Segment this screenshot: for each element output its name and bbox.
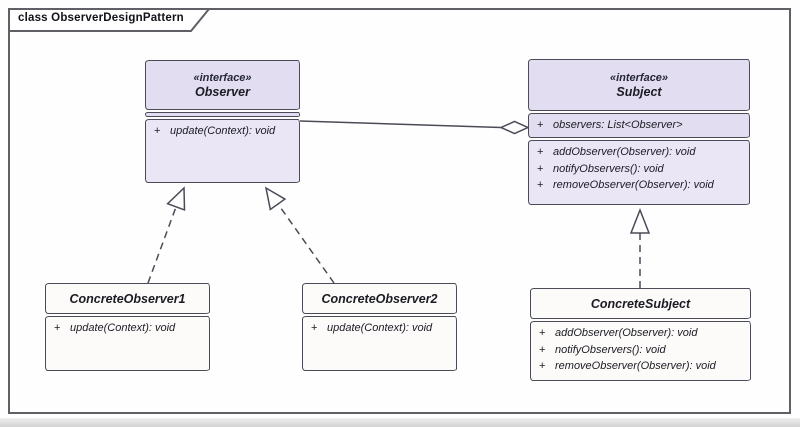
class-box-observer: «interface» Observer + update(Context): …: [145, 60, 300, 183]
stereotype-label: «interface»: [193, 71, 252, 84]
visibility-marker: +: [537, 146, 544, 158]
visibility-marker: +: [539, 327, 546, 339]
operation-row: + addObserver(Observer): void: [531, 325, 750, 342]
class-box-subject: «interface» Subject + observers: List<Ob…: [528, 59, 750, 205]
class-name: Observer: [195, 84, 250, 99]
visibility-marker: +: [537, 119, 544, 131]
visibility-marker: +: [539, 360, 546, 372]
class-header: ConcreteObserver1: [45, 283, 210, 314]
attribute-row: + observers: List<Observer>: [529, 117, 749, 134]
visibility-marker: +: [311, 322, 318, 334]
screenshot-bottom-edge: [0, 418, 800, 427]
realization-arrow-concrete-subject: [629, 207, 651, 288]
attributes-compartment: + observers: List<Observer>: [528, 113, 750, 138]
operation-row: + update(Context): void: [46, 320, 209, 337]
operation-signature: update(Context): void: [170, 125, 276, 137]
frame-title-tab: [8, 8, 212, 32]
operation-row: + update(Context): void: [303, 320, 456, 337]
visibility-marker: +: [537, 162, 544, 175]
operation-signature: removeObserver(Observer): void: [553, 179, 714, 191]
operation-signature: notifyObservers(): void: [553, 162, 664, 175]
visibility-marker: +: [537, 179, 544, 191]
diagram-title: class ObserverDesignPattern: [18, 12, 184, 24]
operation-row: + removeObserver(Observer): void: [529, 177, 749, 194]
class-name: ConcreteObserver1: [69, 292, 186, 306]
class-box-concrete-observer1: ConcreteObserver1 + update(Context): voi…: [45, 283, 210, 371]
operations-compartment: + update(Context): void: [45, 316, 210, 371]
class-header: «interface» Subject: [528, 59, 750, 111]
class-box-concrete-subject: ConcreteSubject + addObserver(Observer):…: [530, 288, 751, 381]
visibility-marker: +: [154, 125, 161, 137]
realization-arrow-concrete-observer2: [264, 186, 335, 284]
class-name: ConcreteSubject: [590, 297, 691, 311]
stereotype-label: «interface»: [609, 71, 669, 84]
hollow-triangle-icon: [166, 186, 186, 211]
aggregation-connector: [299, 120, 530, 135]
operation-signature: addObserver(Observer): void: [555, 327, 698, 339]
class-header: ConcreteSubject: [530, 288, 751, 319]
class-name: Subject: [616, 84, 662, 99]
hollow-triangle-icon: [264, 186, 287, 211]
operations-compartment: + addObserver(Observer): void + notifyOb…: [528, 140, 750, 205]
operations-compartment: + addObserver(Observer): void + notifyOb…: [530, 321, 751, 381]
operations-compartment: + update(Context): void: [145, 119, 300, 183]
diagram-frame: [8, 8, 791, 414]
class-name: ConcreteObserver2: [321, 292, 438, 306]
operation-row: + notifyObservers(): void: [531, 342, 750, 359]
visibility-marker: +: [54, 322, 61, 334]
operation-row: + removeObserver(Observer): void: [531, 358, 750, 375]
operation-signature: update(Context): void: [70, 322, 176, 334]
hollow-triangle-icon: [629, 207, 651, 234]
visibility-marker: +: [539, 343, 546, 356]
operation-row: + update(Context): void: [146, 123, 299, 140]
operation-signature: addObserver(Observer): void: [553, 146, 696, 158]
operations-compartment: + update(Context): void: [302, 316, 457, 371]
operation-signature: notifyObservers(): void: [555, 343, 666, 356]
operation-row: + addObserver(Observer): void: [529, 144, 749, 161]
aggregation-diamond-icon: [499, 120, 530, 135]
attribute-signature: observers: List<Observer>: [553, 119, 683, 131]
class-header: «interface» Observer: [145, 60, 300, 110]
operation-signature: removeObserver(Observer): void: [555, 360, 716, 372]
operation-row: + notifyObservers(): void: [529, 161, 749, 178]
attributes-compartment: [145, 112, 300, 117]
operation-signature: update(Context): void: [327, 322, 433, 334]
class-box-concrete-observer2: ConcreteObserver2 + update(Context): voi…: [302, 283, 457, 371]
class-header: ConcreteObserver2: [302, 283, 457, 314]
realization-arrow-concrete-observer1: [147, 186, 186, 284]
